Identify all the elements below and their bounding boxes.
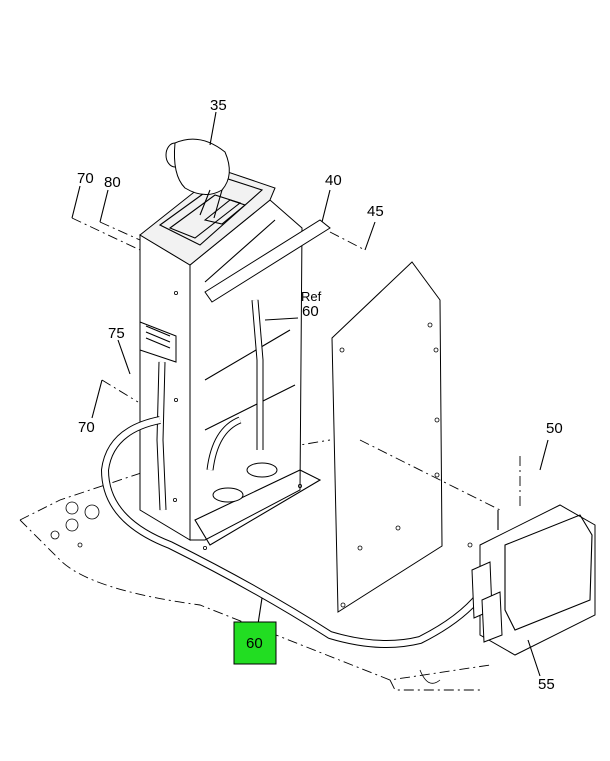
floor-plate (19, 439, 491, 691)
callout-70-bottom: 70 (78, 419, 95, 436)
callout-ref-label: Ref (301, 289, 322, 304)
callout-35: 35 (210, 97, 227, 114)
callout-60-ref: 60 (302, 303, 319, 320)
connector-75 (139, 321, 177, 363)
shift-knob (165, 138, 230, 219)
callout-50: 50 (546, 420, 563, 437)
callout-40: 40 (325, 172, 342, 189)
highlight-box[interactable] (233, 621, 277, 665)
callout-45: 45 (367, 203, 384, 220)
side-panel (331, 261, 443, 613)
callout-75: 75 (108, 325, 125, 342)
callout-labels: 35 40 45 70 80 Ref 60 75 70 50 55 (77, 97, 563, 693)
callout-55: 55 (538, 676, 555, 693)
highlighted-callout-60[interactable]: 60 (233, 621, 277, 665)
callout-60-highlight[interactable]: 60 (246, 635, 263, 652)
callout-70-top: 70 (77, 170, 94, 187)
wiring-harness (100, 299, 484, 648)
callout-80: 80 (104, 174, 121, 191)
leader-lines (71, 111, 549, 677)
control-module (471, 504, 596, 656)
cross-bracket (204, 219, 331, 303)
